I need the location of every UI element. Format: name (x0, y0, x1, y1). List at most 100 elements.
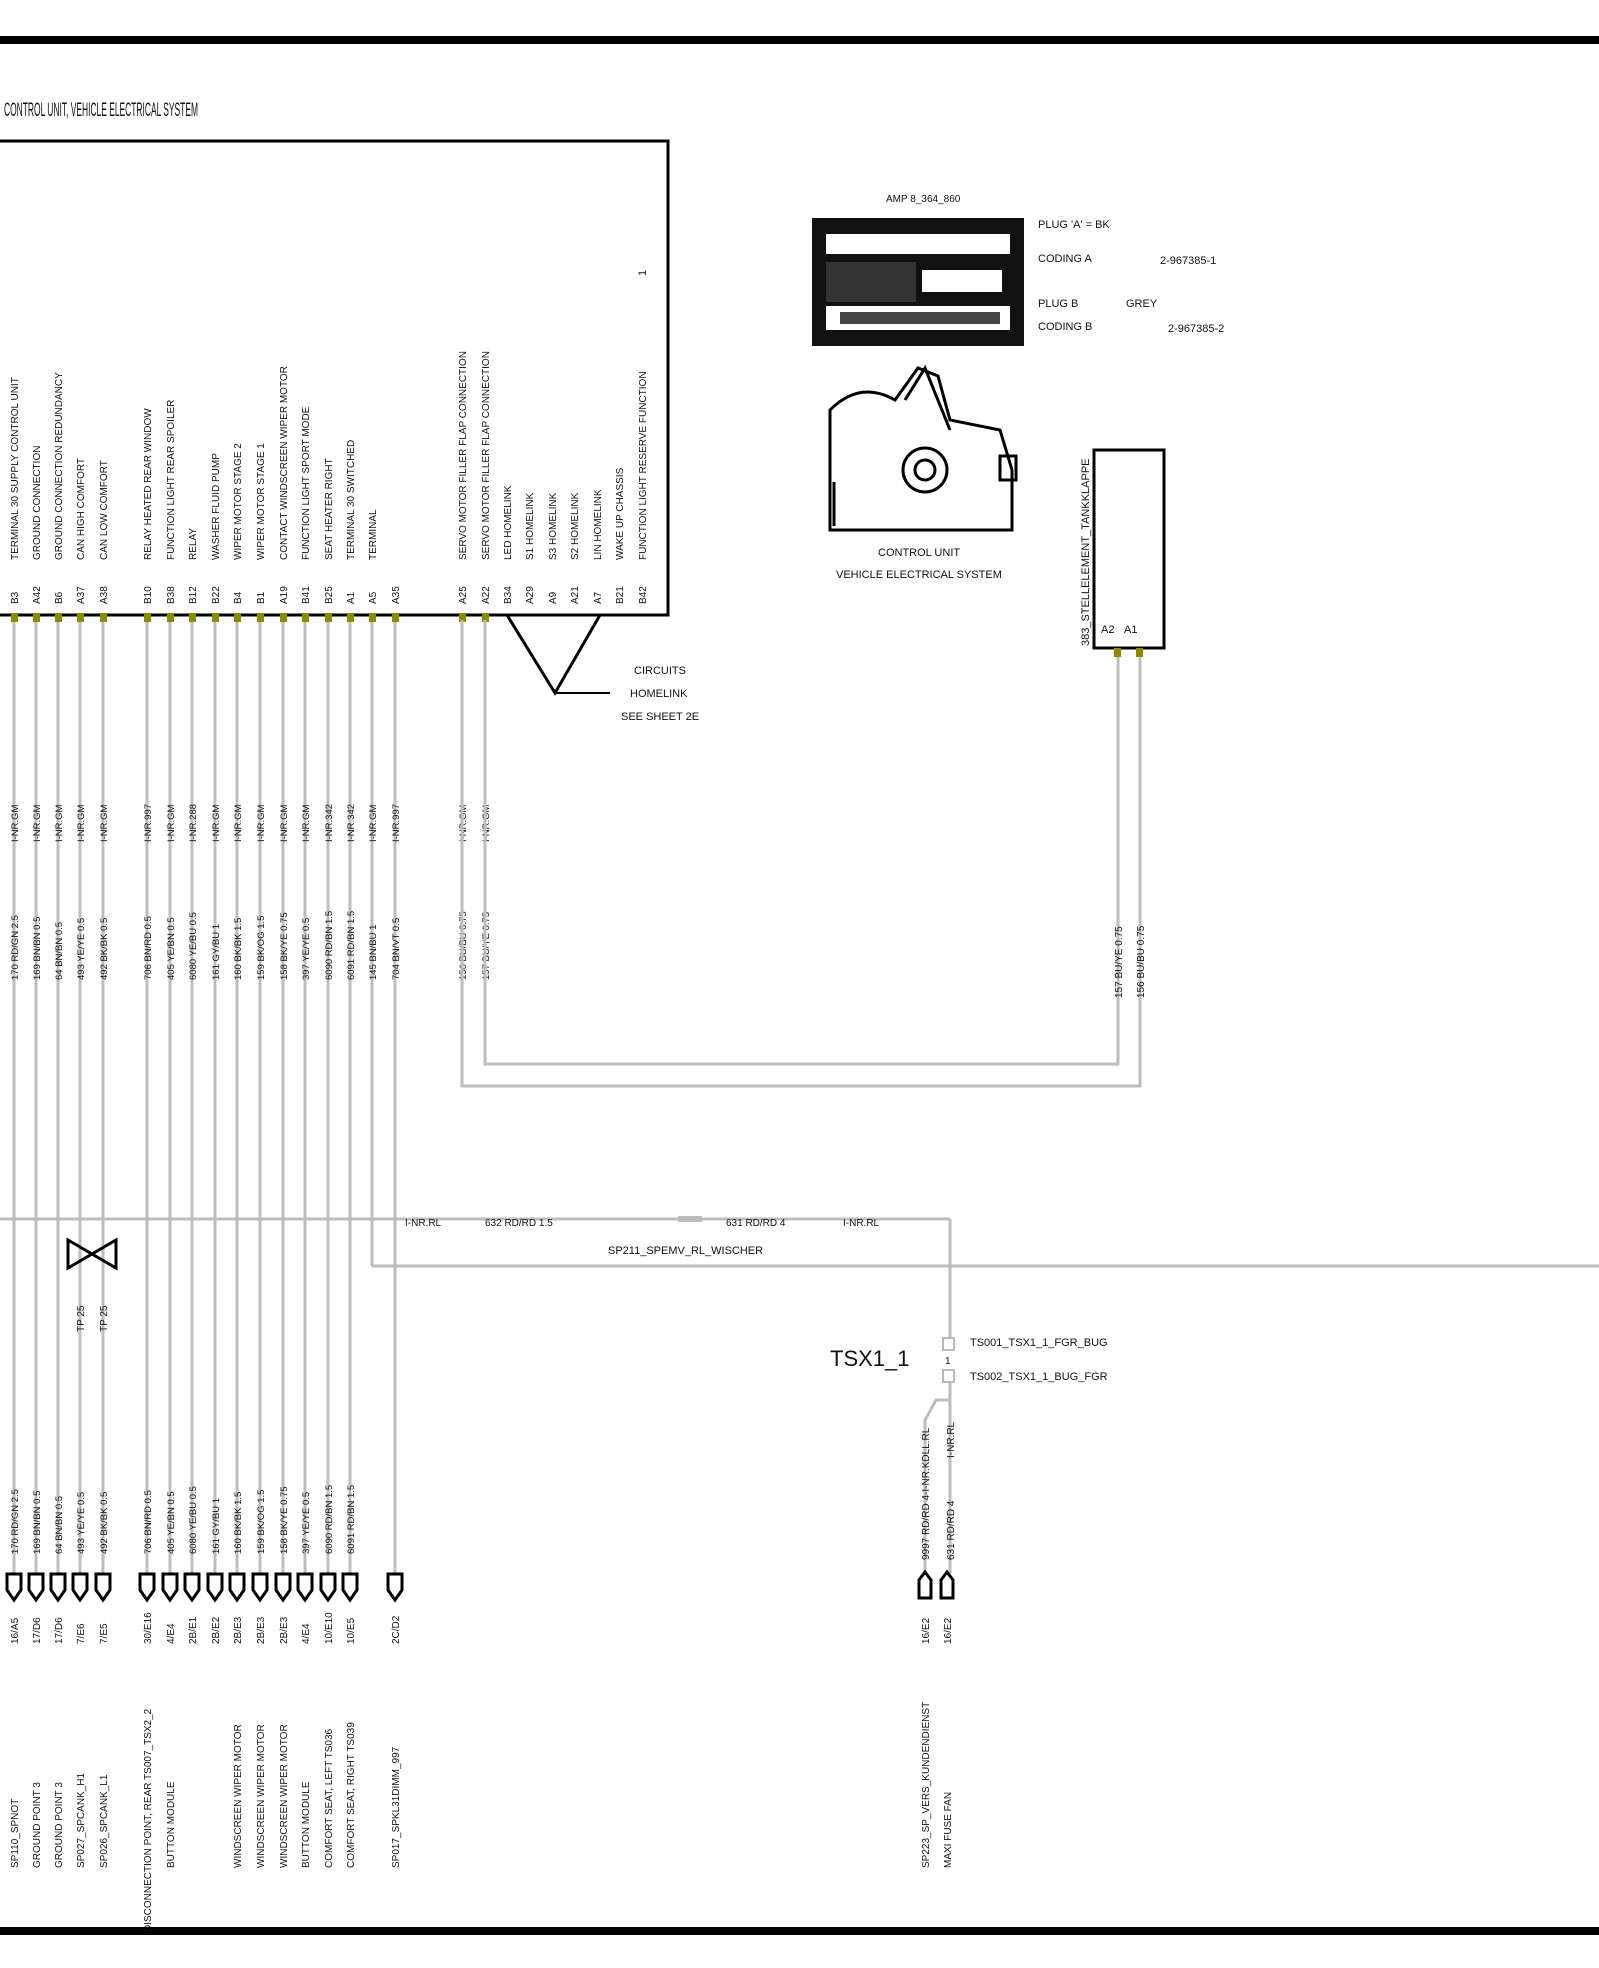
destination-wire: 397 YE/YE 0.5 (301, 1492, 312, 1554)
destination-label: WINDSCREEN WIPER MOTOR (233, 1724, 244, 1868)
unit-caption-line1: CONTROL UNIT (878, 547, 960, 559)
destination-ref: 2B/E3 (279, 1616, 290, 1644)
wire-label: 405 YE/BN 0.5 (166, 917, 177, 980)
destination-connector (161, 1572, 179, 1603)
destination-connector (386, 1572, 404, 1603)
destination-ref: 30/E16 (143, 1612, 154, 1644)
destination-ref: 2B/E3 (233, 1616, 244, 1644)
pin-id: A42 (32, 586, 43, 604)
connector-part: AMP 8_364_860 (886, 194, 961, 205)
destination-connector (71, 1572, 89, 1603)
destination-connector (27, 1572, 45, 1603)
coding-b-label: CODING B (1038, 321, 1092, 333)
plug-b-color: GREY (1126, 298, 1158, 310)
wire-label: 6080 YE/BU 0.5 (188, 912, 199, 980)
wire-rl-label: I-NR.GM (233, 804, 244, 842)
plug-a-label: PLUG 'A' = BK (1038, 219, 1110, 231)
homelink-note-line3: SEE SHEET 2E (621, 711, 699, 723)
pin-id: B4 (233, 591, 244, 604)
destination-ref: 10/E5 (346, 1617, 357, 1644)
destination-label: BUTTON MODULE (166, 1781, 177, 1868)
wire-rl-label: I-NR.GM (76, 804, 87, 842)
destination-label: GROUND POINT 3 (54, 1782, 65, 1868)
tp-label-2: TP 25 (99, 1305, 110, 1332)
tsx-terminal-1 (942, 1337, 955, 1351)
wire-label: 397 YE/YE 0.5 (301, 918, 312, 980)
pin-label: WASHER FLUID PUMP (211, 453, 222, 560)
destination-connector (319, 1572, 337, 1603)
pin-id: B6 (54, 591, 65, 604)
pin-label: S2 HOMELINK (570, 492, 581, 560)
pin-label: SEAT HEATER RIGHT (324, 458, 335, 560)
wire-rl-label: I-NR.342 (346, 804, 357, 842)
pin-number-top: 1 (637, 270, 649, 276)
destination-connector (206, 1572, 224, 1603)
wire-rl-label: I-NR.GM (279, 804, 290, 842)
pin-terminal (212, 613, 219, 622)
destination-label: COMFORT SEAT, LEFT TS036 (324, 1728, 335, 1868)
pin-id: A35 (391, 586, 402, 604)
pin-label: WAKE UP CHASSIS (615, 467, 626, 560)
wire-rl-label: I-NR.997 (391, 804, 402, 842)
wire-rl-label: I-NR.997 (143, 804, 154, 842)
pin-label: GROUND CONNECTION (32, 446, 43, 560)
wire-rl-label: I-NR.342 (324, 804, 335, 842)
pin-id: A25 (458, 586, 469, 604)
bus-rl-left: I-NR.RL (405, 1218, 442, 1229)
destination-label: WINDSCREEN WIPER MOTOR (256, 1724, 267, 1868)
tsx-pin: 1 (945, 1356, 951, 1367)
pin-terminal (257, 613, 264, 622)
destination-connector (296, 1572, 314, 1603)
pin-terminal (167, 613, 174, 622)
destination-ref: 7/E6 (76, 1623, 87, 1644)
coding-a-label: CODING A (1038, 253, 1092, 265)
wire-rl-label: I-NR.288 (188, 804, 199, 842)
pin-label: CAN HIGH COMFORT (76, 458, 87, 560)
destination-wire: 405 YE/BN 0.5 (166, 1491, 177, 1554)
wire-label: 170 RD/GN 2.5 (10, 915, 21, 980)
pin-terminal (55, 613, 62, 622)
pin-terminal (11, 613, 18, 622)
wire-rl-label: I-NR.GM (211, 804, 222, 842)
pin-id: A21 (570, 586, 581, 604)
wire-rl-label: I-NR.GM (368, 804, 379, 842)
pin-terminal (100, 613, 107, 622)
wire-label: 158 BK/YE 0.75 (279, 912, 290, 980)
destination-wire: 170 RD/GN 2.5 (10, 1489, 21, 1554)
destination-wire: 6091 RD/BN 1.5 (346, 1485, 357, 1554)
destination-label: SP110_SPNOT (10, 1799, 21, 1868)
pin-id: B12 (188, 586, 199, 604)
destination-wire: 493 YE/YE 0.5 (76, 1492, 87, 1554)
wire-label: 704 BN/VT 0.5 (391, 918, 402, 980)
pin-id: A19 (279, 586, 290, 604)
destination-connector (94, 1572, 112, 1603)
destination-connector (251, 1572, 269, 1603)
destination-wire: 159 BK/OG 1.5 (256, 1490, 267, 1554)
destination-connector (228, 1572, 246, 1603)
homelink-note-line1: CIRCUITS (634, 665, 686, 677)
destination-connector (274, 1572, 292, 1603)
pin-label: TERMINAL 30 SWITCHED (346, 440, 357, 560)
pin-id: B1 (256, 591, 267, 604)
pin-id: B3 (10, 591, 21, 604)
pin-terminal (189, 613, 196, 622)
homelink-fan (505, 614, 602, 696)
bus-wire-right: 631 RD/RD 4 (726, 1218, 786, 1229)
destination-connector (138, 1572, 156, 1603)
wire-label: 493 YE/YE 0.5 (76, 918, 87, 980)
pin-id: A7 (593, 591, 604, 604)
destination-connector (939, 1569, 955, 1600)
pin-terminal (280, 613, 287, 622)
actuator-name: 383_STELLELEMENT_TANKKLAPPE (1080, 459, 1092, 647)
destination-label: WINDSCREEN WIPER MOTOR (279, 1724, 290, 1868)
destination-connector (5, 1572, 23, 1603)
pin-id: B42 (638, 586, 649, 604)
pin-id: B10 (143, 586, 154, 604)
tsx-name: TSX1_1 (830, 1346, 910, 1371)
top-border (0, 36, 1599, 44)
tp-label-1: TP 25 (76, 1305, 87, 1332)
destination-wire: 160 BK/BK 1.5 (233, 1492, 244, 1554)
actuator-wire-a1: 156 BU/BU 0.75 (1136, 925, 1147, 998)
pin-label: TERMINAL (368, 509, 379, 560)
